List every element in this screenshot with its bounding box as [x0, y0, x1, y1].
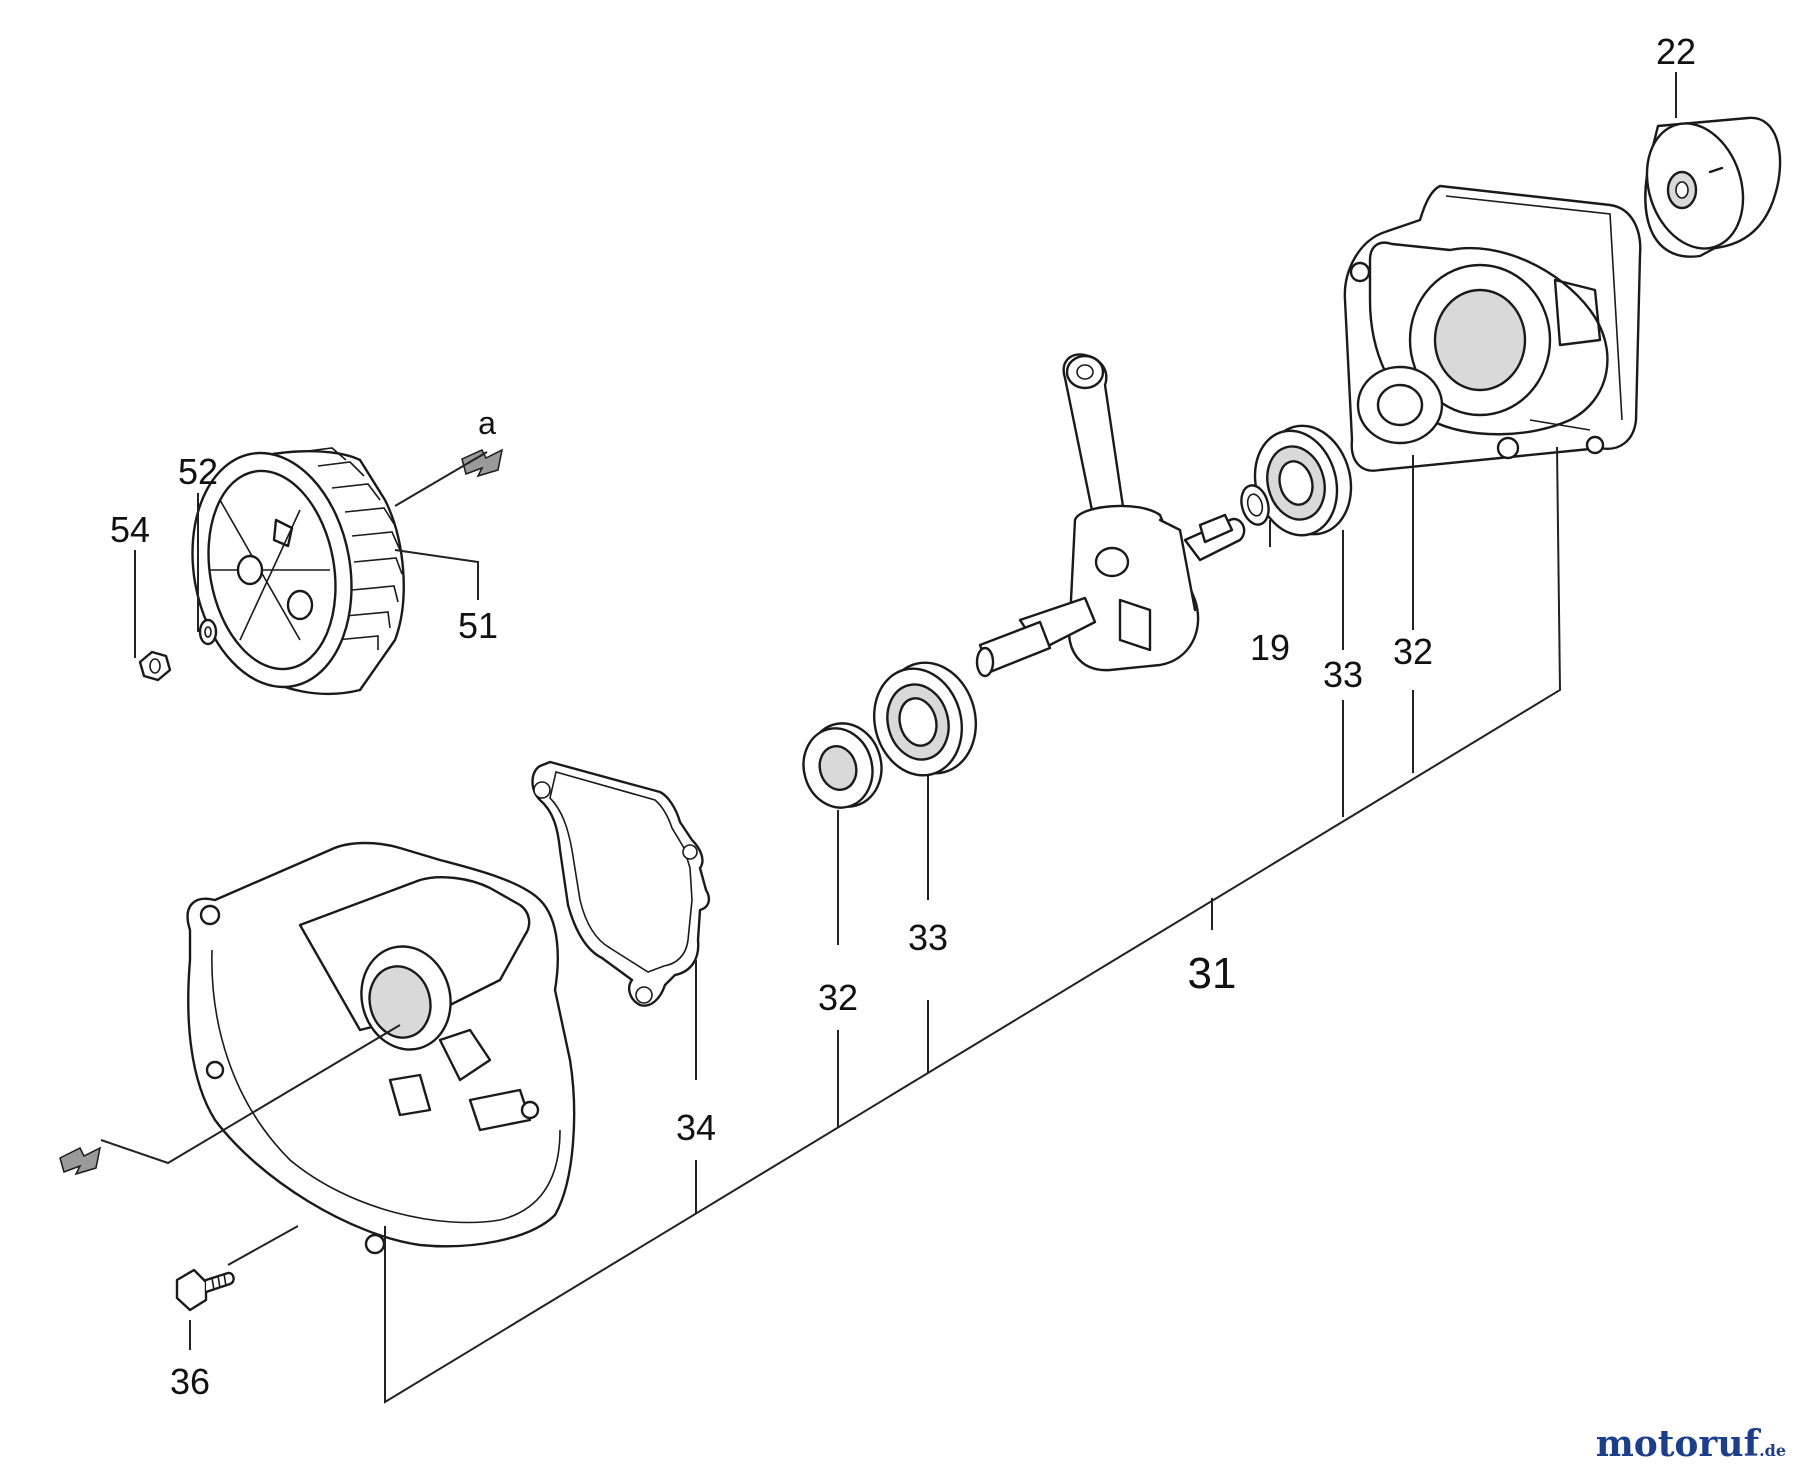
callout-19: 19 [1250, 627, 1290, 668]
part-19-washer [1240, 484, 1270, 526]
part-34-gasket [531, 760, 711, 1007]
crankcase-left [186, 841, 576, 1255]
callout-a: a [478, 405, 496, 441]
direction-arrow-left [59, 1146, 102, 1176]
part-52-washer [198, 618, 218, 646]
part-32-seal-mid [802, 722, 883, 809]
callout-54: 54 [110, 509, 150, 550]
direction-arrow-a [461, 448, 504, 478]
callout-51: 51 [458, 605, 498, 646]
callout-52: 52 [178, 451, 218, 492]
part-51-flywheel [191, 447, 405, 696]
watermark-logo-text: motoruf [1595, 1423, 1760, 1465]
part-22-disc [1644, 72, 1782, 258]
site-watermark: motoruf.de [1596, 1423, 1786, 1465]
part-33-bearing-mid [872, 661, 978, 777]
callout-32-right: 32 [1393, 631, 1433, 672]
part-54-nut [138, 650, 172, 682]
callout-34: 34 [676, 1107, 716, 1148]
callout-22: 22 [1656, 31, 1696, 72]
part-32-crankcase-right [1343, 184, 1642, 472]
callout-36: 36 [170, 1361, 210, 1402]
part-36-bolt [175, 1268, 235, 1312]
watermark-domain-suffix: .de [1759, 1441, 1786, 1460]
callout-labels: 22 a 52 54 51 19 33 32 33 32 31 34 36 [110, 31, 1696, 1402]
leader-lines [100, 446, 1562, 1404]
crankshaft-assembly [975, 353, 1246, 678]
callout-33-mid: 33 [908, 917, 948, 958]
part-33-bearing-right [1253, 424, 1353, 537]
callout-33-right: 33 [1323, 654, 1363, 695]
callout-32-mid: 32 [818, 977, 858, 1018]
callout-31: 31 [1188, 949, 1237, 998]
